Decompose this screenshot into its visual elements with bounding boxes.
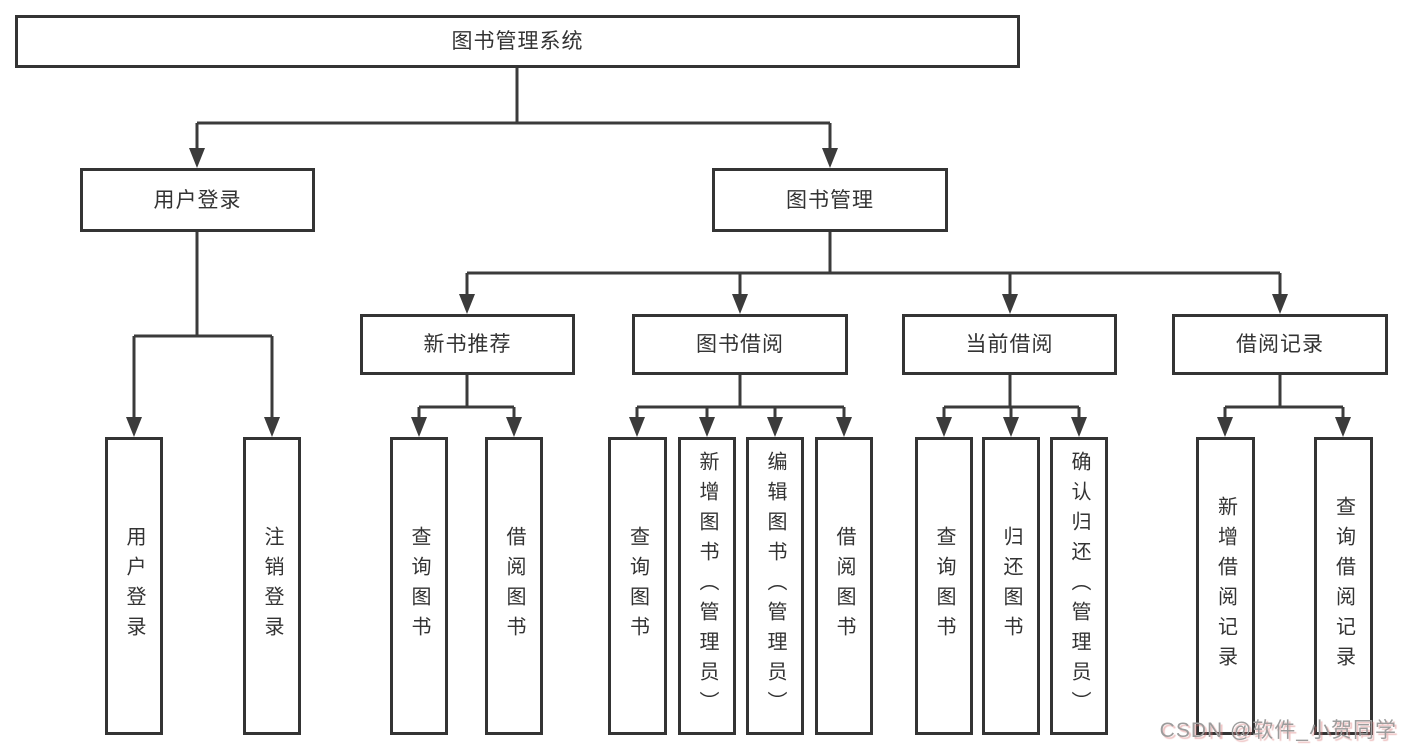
node-book-borrowing-label: 图书借阅 [696,333,784,356]
leaf-return-books-label: 归还图书 [1000,526,1022,646]
leaf-user-login: 用户登录 [105,437,163,735]
leaf-query-books-borrow-label: 查询图书 [626,526,649,646]
node-borrowing-records: 借阅记录 [1172,314,1388,375]
node-library-system: 图书管理系统 [15,15,1020,68]
leaf-borrow-books: 借阅图书 [815,437,873,735]
node-current-borrowing: 当前借阅 [902,314,1117,375]
leaf-return-books: 归还图书 [982,437,1040,735]
leaf-query-books-current: 查询图书 [915,437,973,735]
arrowheads [126,148,1351,437]
leaf-add-books-admin-label: 新增图书（管理员） [696,451,718,721]
leaf-query-books-borrow: 查询图书 [608,437,667,735]
leaf-borrow-books-newbook: 借阅图书 [485,437,543,735]
leaf-borrow-books-label: 借阅图书 [833,526,855,646]
leaf-query-borrow-record: 查询借阅记录 [1314,437,1373,735]
leaf-edit-books-admin-label: 编辑图书（管理员） [764,451,786,721]
leaf-edit-books-admin: 编辑图书（管理员） [746,437,804,735]
node-new-book-recommendation: 新书推荐 [360,314,575,375]
leaf-borrow-books-newbook-label: 借阅图书 [503,526,525,646]
leaf-user-login-label: 用户登录 [123,526,145,646]
leaf-logout-label: 注销登录 [261,526,283,646]
node-book-management-label: 图书管理 [786,188,874,212]
leaf-confirm-return-admin: 确认归还（管理员） [1050,437,1108,735]
leaf-query-books-newbook-label: 查询图书 [408,526,430,646]
watermark: CSDN @软件_小贺同学 [1159,719,1397,742]
leaf-confirm-return-admin-label: 确认归还（管理员） [1068,451,1090,721]
leaf-logout: 注销登录 [243,437,301,735]
node-new-book-recommendation-label: 新书推荐 [423,333,512,356]
node-user-login-label: 用户登录 [153,188,242,212]
node-user-login: 用户登录 [80,168,315,232]
node-book-management: 图书管理 [712,168,948,232]
leaf-add-books-admin: 新增图书（管理员） [678,437,736,735]
leaf-query-books-current-label: 查询图书 [933,526,955,646]
leaf-add-borrow-record-label: 新增借阅记录 [1214,496,1237,676]
leaf-query-borrow-record-label: 查询借阅记录 [1332,496,1355,676]
node-borrowing-records-label: 借阅记录 [1236,333,1324,356]
node-current-borrowing-label: 当前借阅 [965,333,1054,356]
node-book-borrowing: 图书借阅 [632,314,848,375]
leaf-query-books-newbook: 查询图书 [390,437,448,735]
node-library-system-label: 图书管理系统 [451,30,584,53]
leaf-add-borrow-record: 新增借阅记录 [1196,437,1255,735]
